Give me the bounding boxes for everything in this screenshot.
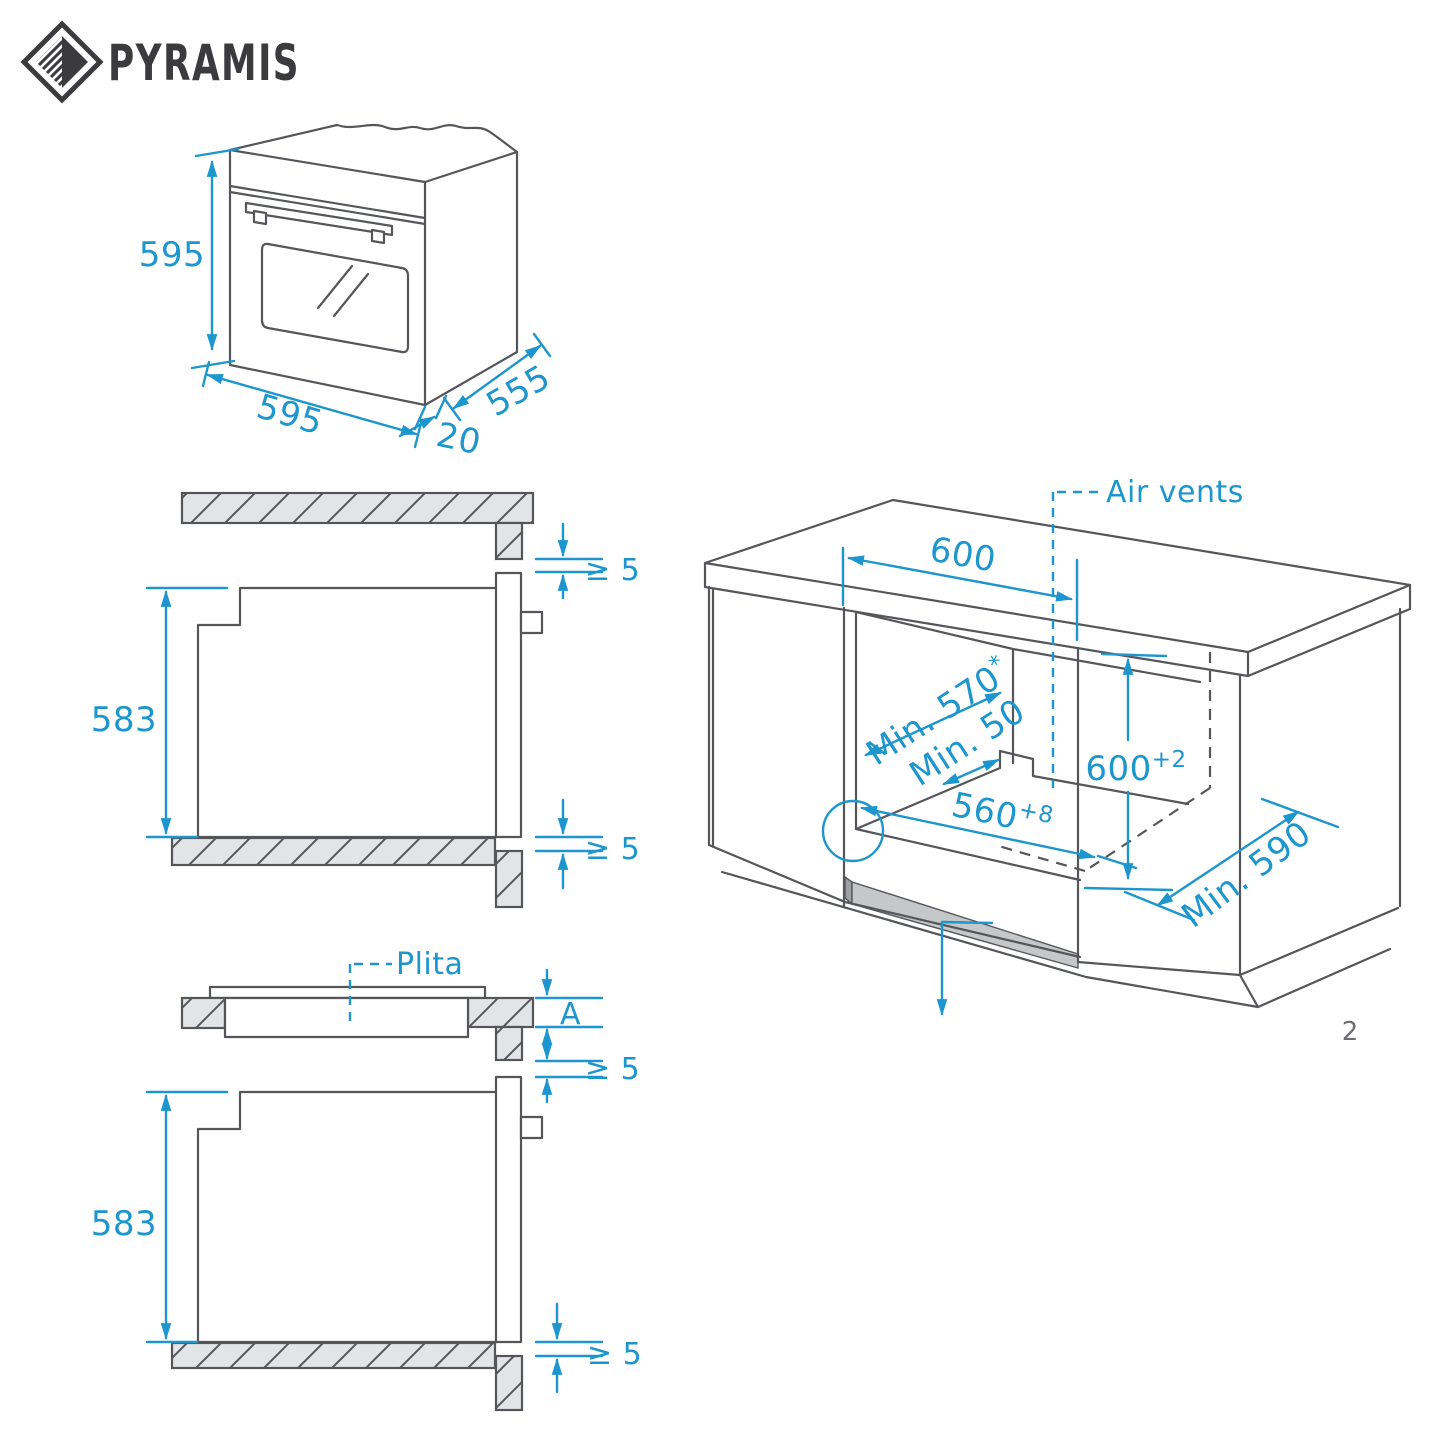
- hob-section-diagram: Plita A ≥ 5 583 ≥ 5: [91, 947, 642, 1412]
- oven-top-torn-edge: [335, 123, 519, 154]
- plinth-vent-strip: [851, 881, 1079, 969]
- countertop-side-stub: [494, 521, 524, 561]
- dim-hob-clearance: ≥ 5: [534, 1052, 640, 1104]
- cabinet-body-lines: [707, 585, 1402, 1009]
- oven-top-left-edge: [228, 123, 339, 152]
- countertop-top: [703, 498, 1412, 654]
- oven-handle: [244, 201, 394, 237]
- oven-body-outline: [196, 586, 498, 839]
- top-clearance-label: ≥ 5: [585, 553, 640, 588]
- cabinet-niche-height-tol: +2: [1152, 747, 1187, 773]
- oven-height-label: 595: [139, 235, 205, 275]
- min-side-depth-label: Min. 590: [1174, 813, 1319, 936]
- svg-text:600+2: 600+2: [1085, 747, 1186, 789]
- hob-callout: Plita: [348, 947, 463, 1022]
- mounting-bracket-2: [519, 1115, 544, 1140]
- dim-hob-recess: A: [534, 968, 604, 1061]
- dim-niche-height: 583: [91, 586, 229, 839]
- dim-niche-height-cabinet: 600+2: [1083, 652, 1186, 892]
- dim-bottom-clearance-2: ≥ 5: [534, 1302, 642, 1394]
- oven-front-frame: [494, 571, 523, 839]
- dim-oven-height: 595: [139, 147, 240, 370]
- hob-body: [223, 996, 470, 1039]
- cabinet-front-stub-2: [494, 1354, 524, 1412]
- oven-side-face: [423, 150, 519, 407]
- counter-right-piece: [466, 996, 535, 1029]
- shelf-hatched-panel-2: [170, 1341, 497, 1370]
- oven-width-label: 595: [252, 387, 327, 444]
- oven-body-outline-2: [196, 1090, 498, 1344]
- counter-left-piece: [180, 996, 227, 1030]
- niche-height-label-2: 583: [91, 1204, 157, 1244]
- dim-oven-depth: 555: [442, 332, 557, 425]
- dim-bottom-clearance: ≥ 5: [534, 798, 640, 890]
- air-vents-label: Air vents: [1106, 475, 1244, 510]
- oven-front-frame-2: [494, 1075, 523, 1344]
- oven-isometric-diagram: 595 595 555 20: [139, 123, 557, 463]
- airflow-leader: [940, 920, 994, 925]
- svg-text:560+8: 560+8: [948, 783, 1056, 845]
- plinth-vent-end: [844, 875, 853, 906]
- diamond-stripes: [36, 36, 62, 88]
- dim-niche-width-cabinet: 560+8: [859, 783, 1138, 870]
- oven-front-face: [228, 148, 427, 407]
- counter-side-stub: [494, 1025, 524, 1062]
- hob-recess-label: A: [560, 997, 581, 1032]
- hob-clearance-label: ≥ 5: [585, 1052, 640, 1087]
- niche-interior-lines: [854, 610, 1202, 831]
- cabinet-niche-width-tol: +8: [1016, 797, 1056, 830]
- pyramis-diamond-icon: [20, 20, 104, 104]
- page-number: 2: [1342, 1017, 1359, 1047]
- dim-min-side-depth: Min. 590: [1123, 797, 1340, 936]
- oven-control-panel-lines: [228, 184, 427, 226]
- dim-top-clearance: ≥ 5: [534, 522, 640, 600]
- mounting-bracket: [519, 610, 544, 635]
- cabinet-front-stub: [494, 849, 524, 909]
- hob-top-plate: [208, 985, 487, 1000]
- countertop-edges: [703, 561, 1412, 678]
- shelf-hatched-panel: [170, 836, 497, 867]
- oven-window-shine: [316, 264, 370, 318]
- oven-door-window: [260, 242, 410, 354]
- brand-logo: PYRAMIS: [20, 20, 300, 104]
- niche-section-diagram: 583 ≥ 5 ≥ 5: [91, 491, 640, 909]
- diamond-solid-half: [62, 36, 88, 88]
- oven-handle-mount-left: [252, 209, 268, 226]
- cabinet-niche-height-label: 600: [1085, 749, 1151, 789]
- brand-logo-text: PYRAMIS: [108, 34, 300, 92]
- hob-label: Plita: [396, 947, 463, 982]
- dim-oven-door: 20: [398, 394, 485, 463]
- corner-highlight-circle: [821, 799, 885, 863]
- niche-height-label: 583: [91, 700, 157, 740]
- oven-handle-mount-right: [370, 228, 386, 245]
- countertop-hatched-panel: [180, 491, 535, 525]
- cabinet-niche-width-label: 560: [948, 785, 1021, 838]
- oven-door-label: 20: [433, 415, 485, 463]
- cabinet-cutaway-diagram: Air vents 600 Min. 570* Min. 50 600+2: [703, 475, 1412, 1017]
- air-vents-callout: Air vents: [1051, 475, 1244, 788]
- bottom-clearance-label-2: ≥ 5: [587, 1337, 642, 1372]
- dim-niche-height-2: 583: [91, 1090, 229, 1344]
- bottom-clearance-label: ≥ 5: [585, 832, 640, 867]
